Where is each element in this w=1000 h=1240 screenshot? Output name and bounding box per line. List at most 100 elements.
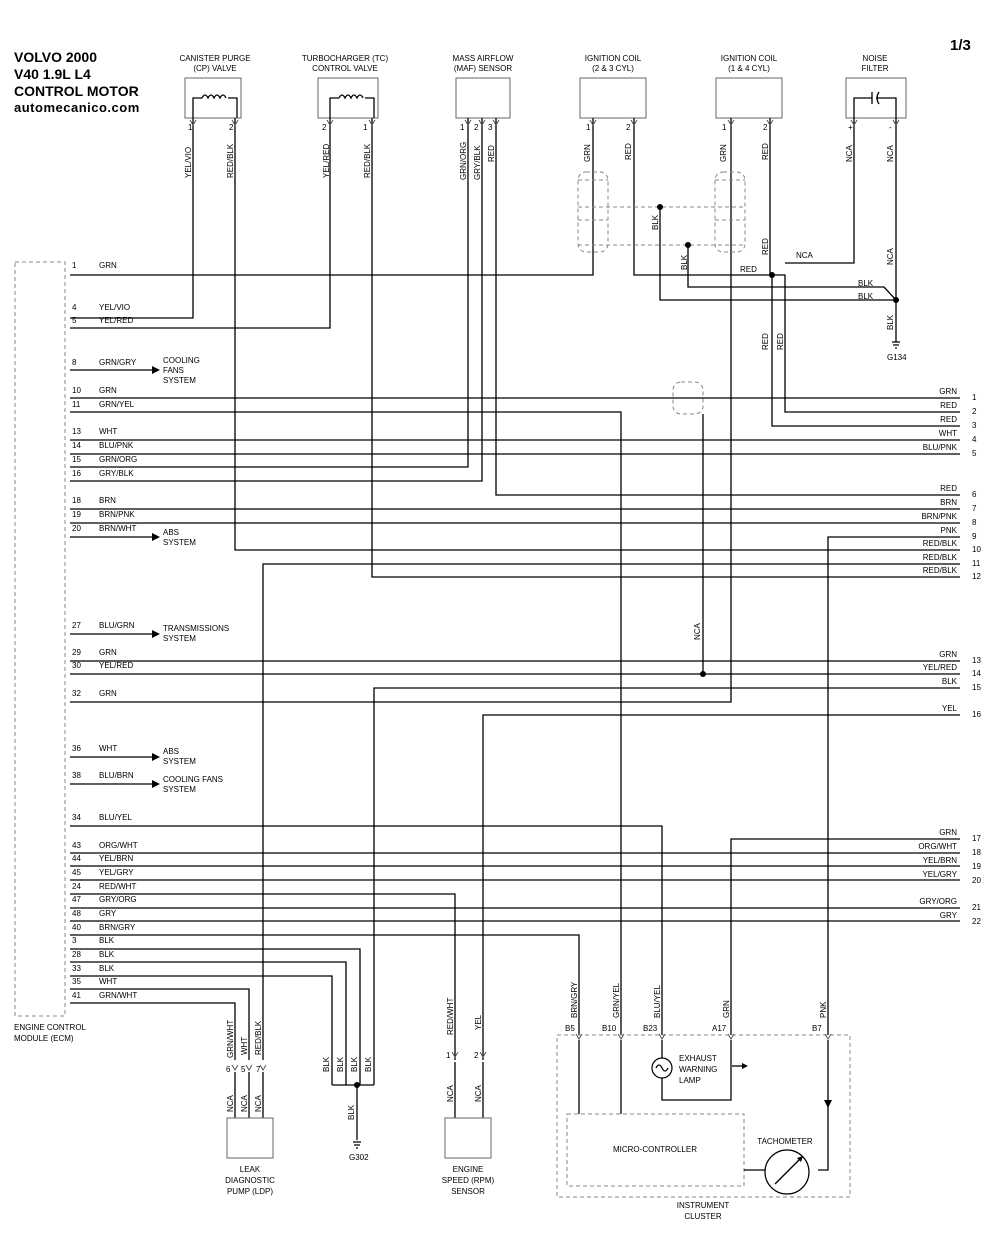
turbo-control-valve: TURBOCHARGER (TC) CONTROL VALVE 2 1 (302, 54, 389, 132)
cp-pin-2: 2 (229, 123, 234, 132)
ignition-coil-1-4: IGNITION COIL (1 & 4 CYL) 1 2 (715, 54, 783, 132)
ecm-wire-color: GRN (99, 261, 117, 270)
wire-coil23-1 (70, 118, 594, 276)
ecm-pin-number: 47 (72, 895, 81, 904)
system-label: SYSTEM (163, 757, 196, 766)
coil14-pin-2: 2 (763, 123, 768, 132)
arrow-icon (152, 533, 160, 541)
connector-number: 17 (972, 834, 981, 843)
wire (373, 687, 960, 1085)
wire (454, 1062, 484, 1118)
header-line-3: CONTROL MOTOR (14, 83, 139, 99)
maf-pin-1: 1 (460, 123, 465, 132)
top-wiring: G134 (70, 118, 960, 703)
ecm-pin-number: 34 (72, 813, 81, 822)
wire-label: RED (761, 143, 770, 160)
rpm-label: SENSOR (451, 1187, 485, 1196)
ldp-label: PUMP (LDP) (227, 1187, 273, 1196)
wire-label: RED (761, 333, 770, 350)
wire-label: BLK (680, 254, 689, 270)
wire-label: BLK (336, 1056, 345, 1072)
connector-number: 13 (972, 656, 981, 665)
connector-wire-color: GRY (940, 911, 958, 920)
wire-blk-shield-1 (659, 207, 896, 301)
tc-valve-coil-leads (329, 97, 375, 118)
connector-wire-color: PNK (941, 526, 958, 535)
wire-label: YEL (474, 1014, 483, 1030)
ecm-wire-color: BRN/PNK (99, 510, 135, 519)
ldp-pin: 7 (256, 1065, 261, 1074)
wire-label: RED (487, 145, 496, 162)
wire (70, 825, 663, 1035)
system-label: SYSTEM (163, 538, 196, 547)
ecm-pin-number: 18 (72, 496, 81, 505)
ldp-label: LEAK (240, 1165, 261, 1174)
micro-controller-box (566, 1113, 745, 1187)
ecm-wire-color: GRN/WHT (99, 991, 137, 1000)
connector-wire-color: YEL/RED (923, 663, 957, 672)
wire (234, 1072, 264, 1118)
connector-wire-color: YEL/BRN (923, 856, 957, 865)
wire-label: RED (761, 238, 770, 255)
system-label: SYSTEM (163, 634, 196, 643)
noise-title-2: FILTER (862, 64, 889, 73)
wire (818, 1040, 829, 1171)
ecm-pin-number: 30 (72, 661, 81, 670)
capacitor-plate-icon (876, 91, 880, 105)
arrow-icon (742, 1063, 748, 1069)
wire-label: BLK (858, 292, 874, 301)
ecm-pin-number: 43 (72, 841, 81, 850)
wire (70, 1002, 236, 1060)
wire-label: NCA (886, 144, 895, 162)
cp-valve-title-1: CANISTER PURGE (179, 54, 250, 63)
wire-label: RED/BLK (254, 1020, 263, 1055)
top-wire-labels: YEL/VIO RED/BLK YEL/RED RED/BLK GRN/ORG … (184, 142, 895, 640)
connector-number: 14 (972, 669, 981, 678)
wire-label: BLK (347, 1104, 356, 1120)
ecm-pin-number: 4 (72, 303, 77, 312)
system-label: SYSTEM (163, 376, 196, 385)
wire-label: NCA (845, 144, 854, 162)
system-label: ABS (163, 747, 179, 756)
wire-maf-2 (70, 118, 483, 482)
ecm-pin-number: 14 (72, 441, 81, 450)
connector-wire-color: WHT (939, 429, 957, 438)
ecm-wire-color: BRN/WHT (99, 524, 136, 533)
wire-label: BLK (364, 1056, 373, 1072)
coil14-body (715, 77, 783, 119)
coil23-title-1: IGNITION COIL (585, 54, 642, 63)
ecm-pin-number: 5 (72, 316, 77, 325)
ecm-wire-color: YEL/RED (99, 661, 133, 670)
wire-label: GRN/YEL (612, 982, 621, 1018)
coil23-pin-1: 1 (586, 123, 591, 132)
ecm-wire-color: GRN/YEL (99, 400, 135, 409)
connector-number: 12 (972, 572, 981, 581)
ecm-pin-number: 32 (72, 689, 81, 698)
wire-label: BLK (350, 1056, 359, 1072)
system-arrows: COOLING FANS SYSTEM ABS SYSTEM TRANSMISS… (70, 356, 229, 794)
connector-wire-color: GRN (939, 387, 957, 396)
connector-wire-color: RED/BLK (923, 566, 958, 575)
wire (661, 1040, 732, 1101)
wire-red-3 (771, 275, 960, 427)
lower-wiring: G302 (70, 397, 960, 1162)
wire-maf-3 (495, 118, 960, 496)
wire-label: YEL/RED (322, 144, 331, 178)
cluster-pin: B10 (602, 1024, 617, 1033)
wire-label: RED (740, 265, 757, 274)
ecm-pin-number: 41 (72, 991, 81, 1000)
ecm-wire-color: BRN (99, 496, 116, 505)
ecm-pin-number: 27 (72, 621, 81, 630)
connector-wire-color: BLK (942, 677, 958, 686)
ecm-wire-color: WHT (99, 427, 117, 436)
lamp-filament-icon (655, 1064, 669, 1072)
wire-label: PNK (819, 1001, 828, 1018)
micro-controller-label: MICRO-CONTROLLER (613, 1145, 697, 1154)
shield-icon (577, 171, 609, 253)
ecm-wire-color: BLK (99, 964, 115, 973)
ldp-label: DIAGNOSTIC (225, 1176, 275, 1185)
wire-maf-1 (70, 118, 469, 468)
wire (827, 536, 960, 1035)
tc-valve-title-1: TURBOCHARGER (TC) (302, 54, 389, 63)
connector-number: 21 (972, 903, 981, 912)
